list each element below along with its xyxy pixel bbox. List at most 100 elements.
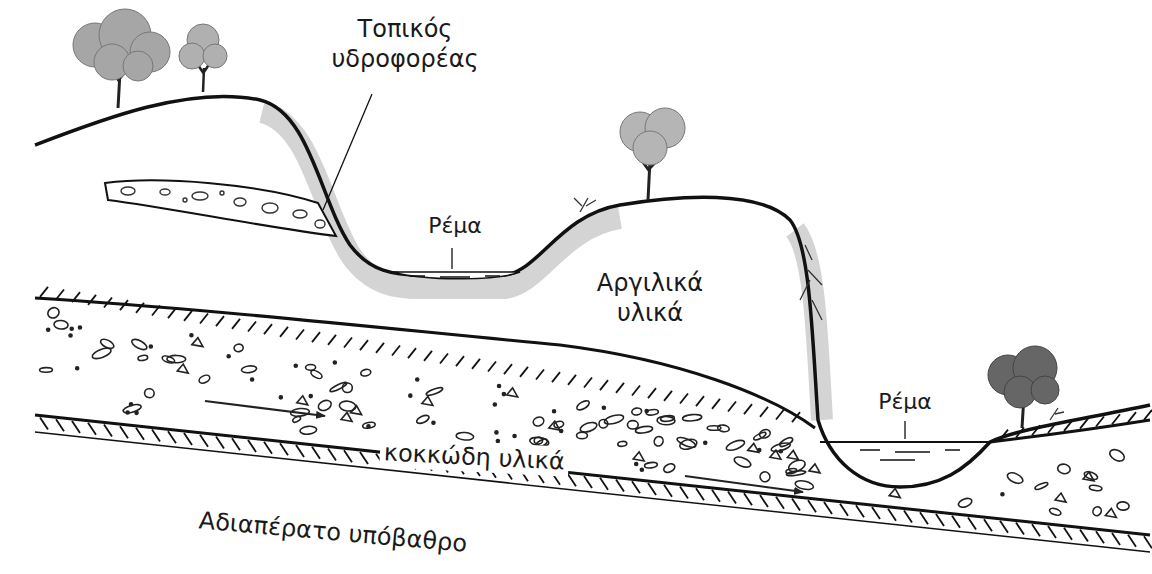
pebble — [415, 414, 430, 425]
pebble — [575, 399, 590, 412]
pebble — [333, 361, 336, 364]
leader-line — [323, 94, 372, 210]
hatch-tick — [584, 476, 592, 488]
hatch-tick — [72, 421, 80, 433]
region-label: Ρέμα — [420, 212, 490, 240]
hatch-tick — [760, 495, 768, 507]
pebble — [717, 424, 730, 433]
tree — [988, 346, 1059, 428]
hatch-tick — [504, 364, 512, 374]
pebble — [602, 406, 605, 409]
pebble — [635, 462, 638, 465]
pebble — [787, 458, 807, 474]
pebble — [317, 398, 333, 412]
pebble — [493, 403, 496, 406]
hatch-tick — [136, 428, 144, 440]
pebble — [309, 395, 312, 398]
pebble — [190, 334, 193, 337]
pebble — [294, 364, 297, 367]
pebble — [758, 470, 771, 483]
hatch-tick — [456, 356, 464, 366]
hatch-tick — [920, 512, 928, 524]
hatch-tick — [248, 440, 256, 452]
pebble — [1117, 501, 1130, 510]
pebble — [1034, 481, 1048, 490]
pebble — [69, 334, 72, 337]
pebble — [627, 421, 638, 429]
hatch-tick — [1096, 531, 1104, 543]
pebble — [138, 355, 148, 361]
hatch-tick — [584, 378, 592, 388]
pebble — [198, 374, 211, 385]
hatch-tick — [888, 509, 896, 521]
pebble — [144, 388, 155, 398]
hatch-tick — [1144, 536, 1152, 548]
hatch-tick — [984, 519, 992, 531]
hatch-tick — [712, 490, 720, 502]
pebble — [495, 431, 498, 434]
hatch-tick — [712, 399, 720, 409]
hatch-tick — [568, 375, 576, 385]
hatch-tick — [1080, 529, 1088, 541]
pebble — [507, 388, 518, 397]
region-label: Ρέμα — [870, 388, 940, 416]
hatch-tick — [632, 386, 640, 396]
hatch-tick — [360, 340, 368, 350]
pebble — [167, 355, 186, 363]
hatch-tick — [648, 483, 656, 495]
tree — [620, 108, 685, 200]
hatch-tick — [488, 362, 496, 372]
pebble — [679, 438, 698, 451]
hatch-tick — [664, 391, 672, 401]
pebble — [149, 345, 152, 348]
pebble — [227, 355, 230, 358]
leader-line — [904, 421, 905, 439]
hatch-tick — [696, 396, 704, 406]
pebble — [653, 435, 665, 448]
hatch-tick — [184, 311, 192, 321]
pebbles — [40, 306, 1130, 518]
hatch-tick — [872, 507, 880, 519]
pebble — [1055, 493, 1066, 502]
hatch-tick — [376, 343, 384, 353]
pebble — [779, 450, 782, 453]
hatch-tick — [88, 295, 96, 305]
hatch-tick — [40, 287, 48, 297]
hatch-tick — [216, 436, 224, 448]
hatch-tick — [1048, 526, 1056, 538]
hatch-tick — [232, 319, 240, 329]
hatch-tick — [152, 306, 160, 316]
pebble — [177, 364, 188, 373]
pebble — [733, 455, 752, 469]
soil-band — [795, 230, 822, 420]
pebble — [725, 438, 746, 452]
hatch-tick — [776, 410, 784, 420]
pebble — [367, 425, 370, 428]
hatch-tick — [808, 500, 816, 512]
aquitard-boundary — [35, 298, 815, 428]
hatch-tick — [552, 372, 560, 382]
hatch-tick — [344, 450, 352, 462]
pebble — [130, 337, 148, 351]
pebble — [662, 462, 676, 474]
hatch-tick — [296, 330, 304, 340]
stream-water — [392, 272, 520, 279]
pebble — [753, 431, 767, 441]
water-dashes — [860, 450, 960, 460]
hatch-tick — [648, 388, 656, 398]
pebble — [54, 320, 69, 330]
leader-line — [451, 248, 452, 269]
stream-water — [820, 441, 995, 443]
pebble — [794, 479, 814, 491]
pebble — [502, 393, 505, 396]
pebble — [631, 407, 642, 416]
pebble — [241, 365, 257, 373]
pebble — [657, 416, 675, 425]
hatch-tick — [392, 346, 400, 356]
region-label: Αδιαπέρατο υπόβαθρο — [194, 505, 473, 559]
pebble — [645, 409, 648, 412]
pebble — [409, 394, 412, 397]
pebble — [577, 432, 588, 439]
pebble — [1083, 470, 1098, 481]
